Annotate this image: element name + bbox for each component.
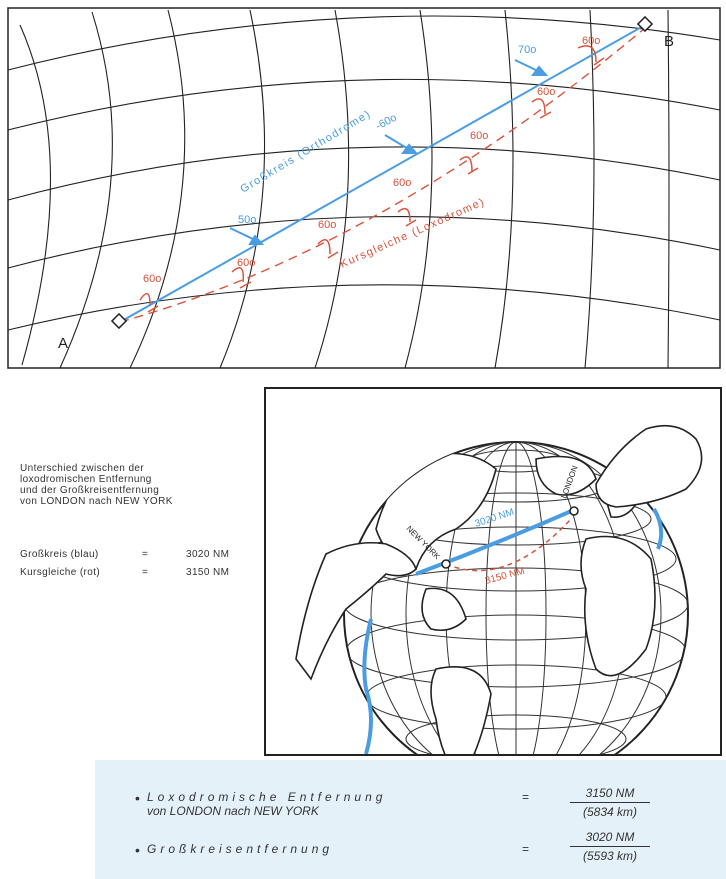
stat-value: 3150 NM	[186, 566, 230, 578]
summary-line1: Großkreisentfernung	[147, 842, 334, 856]
fraction-numerator: 3020 NM	[570, 830, 650, 847]
angle-label-70: 70o	[518, 44, 536, 56]
globe-illustration: NEW YORK LONDON 3020 NM 3150 NM	[264, 387, 722, 756]
point-a-marker	[110, 312, 128, 330]
great-circle-arrows	[229, 59, 549, 245]
caption-line: von LONDON nach NEW YORK	[20, 496, 173, 507]
blue-stroke-left	[362, 618, 373, 754]
rhumb-angle-3: 60o	[318, 219, 336, 231]
point-a-label: A	[58, 335, 68, 352]
blue-stroke-right	[652, 507, 664, 550]
summary-line2: von LONDON nach NEW YORK	[147, 804, 319, 818]
fraction-denominator: (5834 km)	[582, 805, 638, 819]
rhumb-angle-7: 60o	[582, 35, 600, 47]
summary-line1: Loxodromische Entfernung	[147, 790, 387, 804]
bullet-icon: •	[135, 842, 140, 858]
summary-text: Großkreisentfernung	[147, 842, 333, 856]
summary-fraction: 3020 NM (5593 km)	[570, 830, 650, 863]
great-circle-line	[119, 24, 646, 323]
continents	[375, 452, 656, 754]
stat-label: Kursgleiche (rot)	[20, 566, 101, 578]
bullet-icon: •	[135, 790, 140, 806]
rhumb-angle-5: 60o	[470, 130, 488, 142]
hands-illustration	[295, 424, 703, 681]
globe-rhumb-line	[445, 518, 572, 572]
rhumb-angle-1: 60o	[143, 273, 161, 285]
map-grid	[7, 9, 721, 369]
point-b-label: B	[664, 33, 674, 50]
map-frame	[7, 7, 721, 369]
caption-line: und der Großkreisentfernung	[20, 485, 160, 496]
distance-stats: Großkreis (blau) = 3020 NM Kursgleiche (…	[20, 545, 256, 581]
london-marker	[569, 506, 579, 516]
caption-line: Unterschied zwischen der	[20, 463, 145, 474]
stat-value: 3020 NM	[186, 548, 230, 560]
new-york-marker	[441, 559, 451, 569]
globe-caption: Unterschied zwischen der loxodromischen …	[20, 463, 260, 507]
rhumb-angle-2: 60o	[237, 257, 255, 269]
stat-label: Großkreis (blau)	[20, 548, 99, 560]
caption-line: loxodromischen Entfernung	[20, 474, 152, 485]
angle-label-50: 50o	[238, 214, 256, 226]
globe-great-circle	[415, 507, 577, 576]
stat-row-great-circle: Großkreis (blau) = 3020 NM	[20, 545, 256, 563]
summary-text: Loxodromische Entfernung von LONDON nach…	[147, 790, 386, 818]
rhumb-angle-4: 60o	[393, 177, 411, 189]
summary-fraction: 3150 NM (5834 km)	[570, 786, 650, 819]
fraction-numerator: 3150 NM	[570, 786, 650, 803]
summary-eq: =	[522, 790, 530, 804]
summary-band: • Loxodromische Entfernung von LONDON na…	[95, 760, 726, 879]
stat-row-rhumb: Kursgleiche (rot) = 3150 NM	[20, 563, 256, 581]
fraction-denominator: (5593 km)	[582, 849, 638, 863]
stat-eq: =	[142, 566, 149, 578]
rhumb-line	[119, 27, 646, 323]
globe-svg: NEW YORK LONDON 3020 NM 3150 NM	[295, 424, 703, 754]
point-b-marker	[636, 15, 654, 33]
rhumb-angle-arcs	[139, 45, 605, 313]
summary-eq: =	[522, 842, 530, 856]
stat-eq: =	[142, 548, 149, 560]
map-diagram: A B Großkreis (Orthodrome) Kursgleiche (…	[7, 7, 721, 369]
rhumb-angle-6: 60o	[537, 86, 555, 98]
